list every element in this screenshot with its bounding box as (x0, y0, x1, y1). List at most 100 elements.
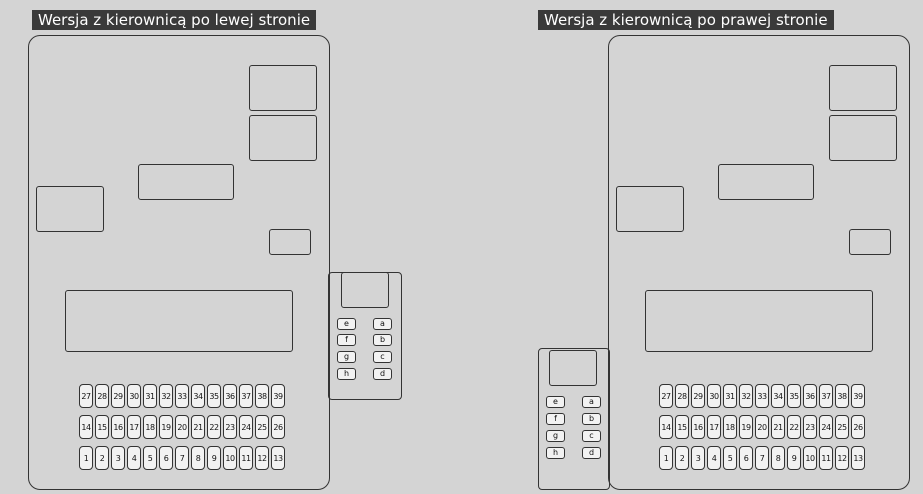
fuse-15: 15 (675, 415, 689, 439)
fuse-19: 19 (159, 415, 173, 439)
fuse-18: 18 (143, 415, 157, 439)
fuse-21: 21 (191, 415, 205, 439)
fuse-32: 32 (739, 384, 753, 408)
fuse-24: 24 (819, 415, 833, 439)
fuse-34: 34 (191, 384, 205, 408)
fuse-18: 18 (723, 415, 737, 439)
fuse-13: 13 (271, 446, 285, 470)
fuse-6: 6 (739, 446, 753, 470)
fuse-4: 4 (127, 446, 141, 470)
fuse-12: 12 (835, 446, 849, 470)
fuse-21: 21 (771, 415, 785, 439)
fuse-11: 11 (819, 446, 833, 470)
fuse-25: 25 (255, 415, 269, 439)
right-fuse-g: g (546, 430, 565, 442)
right-relay-middle (718, 164, 814, 200)
fuse-26: 26 (271, 415, 285, 439)
right-fuse-h: h (546, 447, 565, 459)
fuse-19: 19 (739, 415, 753, 439)
fuse-3: 3 (111, 446, 125, 470)
fuse-23: 23 (803, 415, 817, 439)
right-fuse-c: c (582, 430, 601, 442)
fuse-5: 5 (723, 446, 737, 470)
fuse-22: 22 (207, 415, 221, 439)
left-large-module (65, 290, 293, 352)
fuse-20: 20 (175, 415, 189, 439)
left-fuse-d: d (373, 368, 392, 380)
fuse-29: 29 (691, 384, 705, 408)
fuse-31: 31 (723, 384, 737, 408)
fuse-1: 1 (79, 446, 93, 470)
fuse-32: 32 (159, 384, 173, 408)
fuse-17: 17 (707, 415, 721, 439)
left-relay-left (36, 186, 104, 232)
fuse-24: 24 (239, 415, 253, 439)
right-fuse-e: e (546, 396, 565, 408)
left-relay-middle (138, 164, 234, 200)
fuse-35: 35 (207, 384, 221, 408)
fuse-8: 8 (771, 446, 785, 470)
fuse-8: 8 (191, 446, 205, 470)
fuse-10: 10 (803, 446, 817, 470)
fuse-10: 10 (223, 446, 237, 470)
fuse-31: 31 (143, 384, 157, 408)
right-side-fuse-box (538, 348, 610, 490)
fuse-36: 36 (223, 384, 237, 408)
fuse-2: 2 (95, 446, 109, 470)
fuse-11: 11 (239, 446, 253, 470)
left-fuse-a: a (373, 318, 392, 330)
fuse-3: 3 (691, 446, 705, 470)
fuse-28: 28 (95, 384, 109, 408)
left-relay-top-1 (249, 65, 317, 111)
fuse-16: 16 (111, 415, 125, 439)
fuse-35: 35 (787, 384, 801, 408)
fuse-1: 1 (659, 446, 673, 470)
fuse-37: 37 (819, 384, 833, 408)
left-fuse-c: c (373, 351, 392, 363)
left-side-relay (341, 272, 389, 308)
right-relay-left (616, 186, 684, 232)
right-relay-top-2 (829, 115, 897, 161)
left-relay-top-2 (249, 115, 317, 161)
fuse-33: 33 (755, 384, 769, 408)
left-fuse-h: h (337, 368, 356, 380)
fuse-38: 38 (255, 384, 269, 408)
fuse-39: 39 (851, 384, 865, 408)
fuse-23: 23 (223, 415, 237, 439)
fuse-30: 30 (707, 384, 721, 408)
fuse-27: 27 (79, 384, 93, 408)
left-fuse-e: e (337, 318, 356, 330)
fuse-6: 6 (159, 446, 173, 470)
fuse-14: 14 (659, 415, 673, 439)
right-fuse-f: f (546, 413, 565, 425)
fuse-12: 12 (255, 446, 269, 470)
right-version-title: Wersja z kierownicą po prawej stronie (538, 10, 834, 30)
right-fuse-a: a (582, 396, 601, 408)
fuse-27: 27 (659, 384, 673, 408)
left-main-fuse-box (28, 35, 330, 490)
right-fuse-d: d (582, 447, 601, 459)
fuse-25: 25 (835, 415, 849, 439)
right-side-relay (549, 350, 597, 386)
fuse-39: 39 (271, 384, 285, 408)
fuse-30: 30 (127, 384, 141, 408)
fuse-20: 20 (755, 415, 769, 439)
fuse-15: 15 (95, 415, 109, 439)
fuse-22: 22 (787, 415, 801, 439)
fuse-4: 4 (707, 446, 721, 470)
fuse-7: 7 (755, 446, 769, 470)
fuse-38: 38 (835, 384, 849, 408)
fuse-14: 14 (79, 415, 93, 439)
left-fuse-b: b (373, 334, 392, 346)
right-fuse-b: b (582, 413, 601, 425)
fuse-9: 9 (787, 446, 801, 470)
fuse-13: 13 (851, 446, 865, 470)
fuse-26: 26 (851, 415, 865, 439)
left-relay-small (269, 229, 311, 255)
fuse-9: 9 (207, 446, 221, 470)
left-fuse-g: g (337, 351, 356, 363)
right-relay-small (849, 229, 891, 255)
right-large-module (645, 290, 873, 352)
